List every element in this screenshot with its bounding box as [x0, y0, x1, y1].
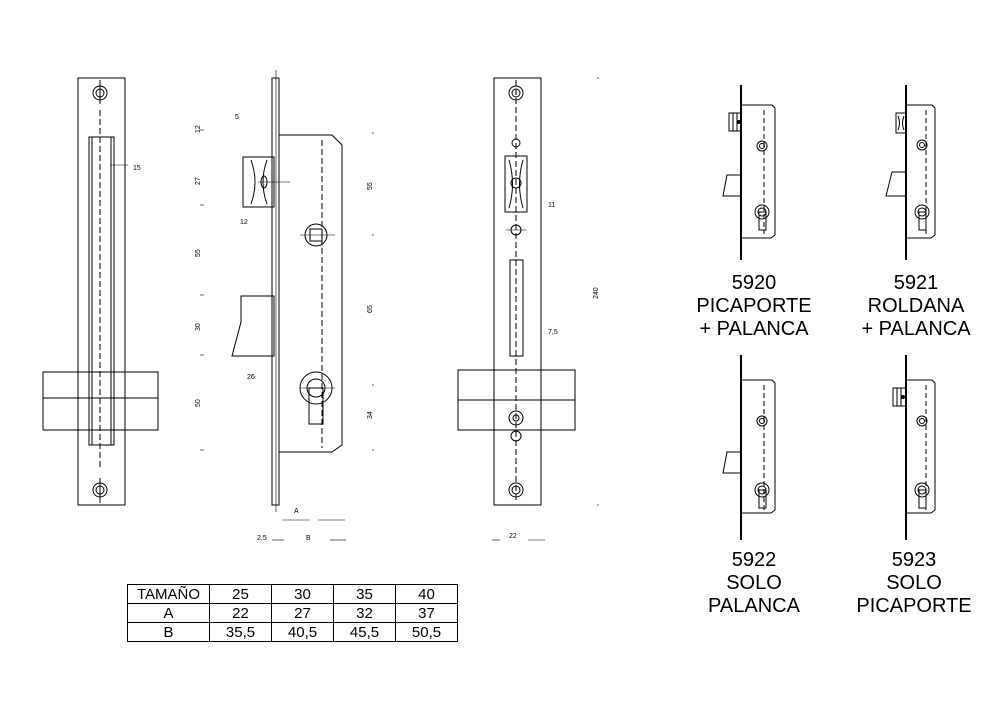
dim-label: 34 — [367, 411, 374, 419]
variant-code: 5921 — [894, 272, 939, 294]
variant-5923-caption: 5923 SOLO PICAPORTE — [856, 549, 971, 617]
variant-name: PICAPORTE — [696, 295, 811, 317]
variant-5922-caption: 5922 SOLO PALANCA — [708, 549, 801, 617]
size-table: TAMAÑO 25 30 35 40 A 22 27 32 37 B 35,5 … — [127, 584, 458, 642]
variant-code: 5923 — [892, 549, 937, 571]
variant-name: + PALANCA — [861, 318, 971, 340]
table-cell: 35,5 — [209, 622, 272, 642]
table-row-header: TAMAÑO 25 30 35 40 — [127, 584, 458, 604]
dim-label: 12 — [240, 219, 248, 226]
dim-label: 55 — [367, 182, 374, 190]
table-row-label: B — [127, 622, 210, 642]
table-cell: 50,5 — [395, 622, 458, 642]
variant-name: PICAPORTE — [856, 595, 971, 617]
table-cell: 40 — [395, 584, 458, 604]
table-row-a: A 22 27 32 37 — [127, 603, 458, 623]
variant-5920-caption: 5920 PICAPORTE + PALANCA — [696, 272, 811, 340]
variant-name: SOLO — [886, 572, 942, 594]
table-cell: 37 — [395, 603, 458, 623]
variant-5922-drawing — [722, 355, 776, 540]
table-row-label: A — [127, 603, 210, 623]
variant-5923-drawing — [892, 355, 936, 540]
dim-label: 12 — [195, 125, 202, 133]
dim-label: 11 — [548, 202, 555, 209]
side-view — [200, 70, 374, 541]
variant-5921-caption: 5921 ROLDANA + PALANCA — [861, 272, 971, 340]
dim-label: 240 — [593, 287, 600, 299]
dim-label: 65 — [367, 305, 374, 313]
table-cell: 35 — [333, 584, 396, 604]
dim-label: 7,5 — [548, 329, 558, 336]
table-cell: 45,5 — [333, 622, 396, 642]
table-cell: 27 — [271, 603, 334, 623]
table-cell: 40,5 — [271, 622, 334, 642]
table-cell: 32 — [333, 603, 396, 623]
variant-name: + PALANCA — [699, 318, 809, 340]
rear-view — [457, 77, 599, 541]
dim-label: 5 — [235, 114, 239, 121]
dim-label: 26 — [247, 374, 255, 381]
dim-label: 22 — [509, 533, 517, 540]
variant-code: 5920 — [732, 272, 777, 294]
variant-name: ROLDANA — [868, 295, 965, 317]
dim-label: A — [294, 508, 299, 515]
dim-label: 2,5 — [257, 535, 267, 542]
variant-5921-drawing — [885, 85, 936, 260]
dim-label: B — [306, 535, 311, 542]
dim-label: 27 — [195, 177, 202, 185]
variant-name: SOLO — [726, 572, 782, 594]
table-cell: 22 — [209, 603, 272, 623]
front-view — [42, 77, 159, 506]
dim-label: 15 — [133, 165, 141, 172]
dim-label: 50 — [195, 399, 202, 407]
variant-code: 5922 — [732, 549, 777, 571]
variant-name: PALANCA — [708, 595, 801, 617]
table-cell: 25 — [209, 584, 272, 604]
table-cell: 30 — [271, 584, 334, 604]
dim-label: 55 — [195, 249, 202, 257]
dim-label: 30 — [195, 323, 202, 331]
table-row-b: B 35,5 40,5 45,5 50,5 — [127, 622, 458, 642]
variant-5920-drawing — [722, 85, 776, 260]
table-header-cell: TAMAÑO — [127, 584, 210, 604]
